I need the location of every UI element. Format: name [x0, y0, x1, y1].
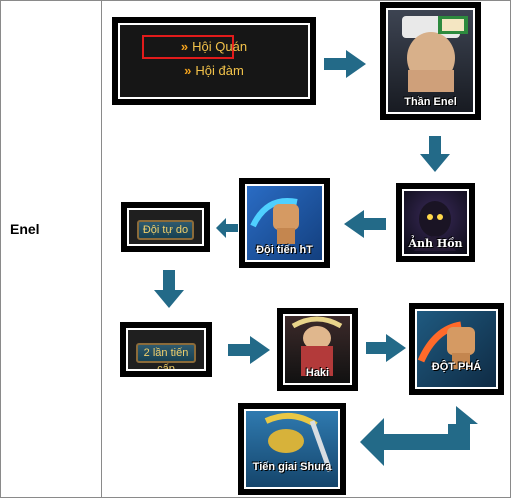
doi-tu-do-button[interactable]: Đội tự do	[137, 220, 194, 240]
card-caption: Đội tiến hT	[256, 244, 313, 256]
panel-doi-tu-do: Đội tự do	[121, 202, 210, 252]
panel-2-lan-tien-cap-inner: 2 lần tiến cấp	[126, 328, 206, 371]
card-dot-pha-image: ĐỘT PHÁ	[415, 309, 498, 389]
card-caption: ĐỘT PHÁ	[431, 361, 482, 373]
card-haki-image: Haki	[283, 314, 352, 385]
shura-dragon-icon	[264, 412, 333, 472]
card-caption: Haki	[305, 367, 330, 379]
card-than-enel[interactable]: Thần Enel	[380, 2, 481, 120]
card-caption: Thần Enel	[404, 96, 457, 108]
menu-panel: »Hội Quán »Hội đàm	[112, 17, 316, 105]
card-tien-giai-shura-image: Tiến giai Shura	[244, 409, 340, 489]
arrow-down-icon	[420, 136, 450, 172]
haki-character-icon	[291, 316, 343, 376]
card-than-enel-image: Thần Enel	[386, 8, 475, 114]
arrow-up-left-icon	[360, 406, 478, 466]
arrow-left-icon	[344, 210, 386, 238]
arrow-down-icon	[154, 270, 184, 308]
selected-highlight	[142, 35, 234, 59]
card-doi-tien-hoa-image: Đội tiến hT	[245, 184, 324, 262]
arrow-right-icon	[228, 336, 270, 364]
card-tien-giai-shura[interactable]: Tiến giai Shura	[238, 403, 346, 495]
2-lan-tien-cap-button[interactable]: 2 lần tiến cấp	[136, 343, 196, 369]
card-anh-hon-image: Ảnh Hồn	[402, 189, 469, 256]
card-dot-pha[interactable]: ĐỘT PHÁ	[409, 303, 504, 395]
row-label: Enel	[10, 221, 40, 237]
panel-doi-tu-do-inner: Đội tự do	[127, 208, 204, 246]
card-doi-tien-hoa[interactable]: Đội tiến hT	[239, 178, 330, 268]
menu-item-hoi-quan[interactable]: »Hội Quán	[180, 39, 248, 54]
arrow-left-icon	[216, 218, 238, 238]
panel-2-lan-tien-cap: 2 lần tiến cấp	[120, 322, 212, 377]
menu-item-hoi-dam[interactable]: »Hội đàm	[184, 63, 244, 78]
menu-panel-inner: »Hội Quán »Hội đàm	[118, 23, 310, 99]
card-haki[interactable]: Haki	[277, 308, 358, 391]
card-caption: Tiến giai Shura	[252, 461, 332, 473]
column-divider	[101, 0, 102, 498]
card-anh-hon[interactable]: Ảnh Hồn	[396, 183, 475, 262]
arrow-right-icon	[366, 334, 406, 362]
arrow-right-icon	[324, 50, 366, 78]
enel-portrait-icon	[402, 16, 468, 92]
fist-icon	[250, 198, 299, 244]
shadow-figure-icon	[414, 201, 456, 251]
breakthrough-fist-icon	[417, 321, 475, 369]
double-chevron-icon: »	[184, 63, 192, 78]
double-chevron-icon: »	[180, 39, 189, 54]
card-caption: Ảnh Hồn	[408, 237, 463, 250]
